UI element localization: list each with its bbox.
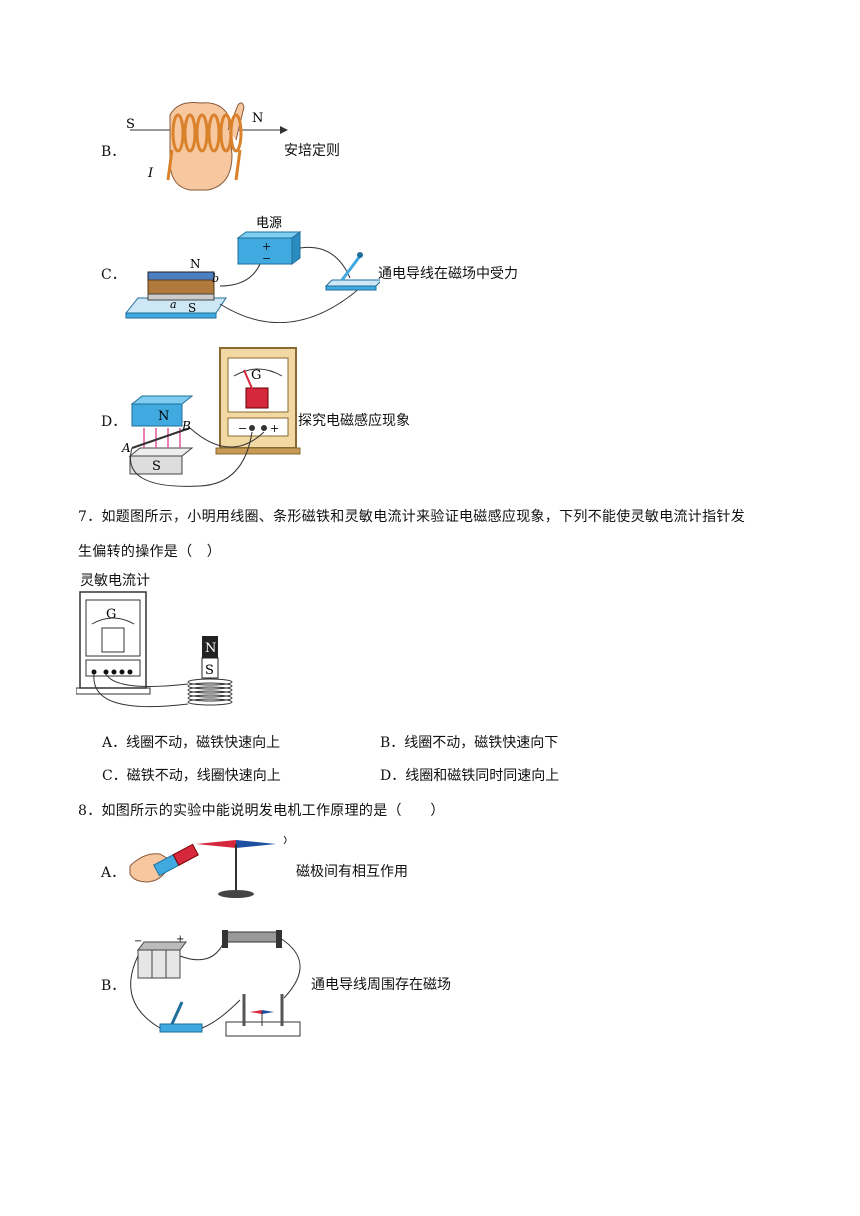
q7-option-c[interactable]: C．磁铁不动，线圈快速向上 — [102, 765, 281, 785]
q7-option-d-text: 线圈和磁铁同时同速向上 — [405, 768, 560, 784]
q8-option-b-caption: 通电导线周围存在磁场 — [311, 977, 451, 993]
q6-option-d-caption: 探究电磁感应现象 — [298, 413, 410, 429]
q7-option-a-letter: A． — [102, 735, 127, 751]
svg-text:G: G — [251, 368, 261, 383]
q7-option-d-letter: D． — [380, 768, 406, 784]
svg-text:N: N — [190, 257, 201, 271]
svg-text:S: S — [205, 663, 214, 678]
label-i: I — [147, 166, 154, 181]
q7-option-a-text: 线圈不动，磁铁快速向上 — [126, 735, 281, 751]
ampere-rule-figure: S N I — [126, 102, 288, 191]
q7-option-a[interactable]: A．线圈不动，磁铁快速向上 — [102, 732, 280, 752]
q7-option-c-letter: C． — [102, 768, 127, 784]
svg-text:−: − — [134, 936, 142, 947]
oersted-figure: − + — [130, 930, 301, 1037]
q8-option-a-caption: 磁极间有相互作用 — [296, 864, 408, 880]
label-s: S — [126, 117, 135, 132]
q8-option-b-letter: B． — [101, 978, 126, 994]
svg-text:A: A — [121, 441, 131, 455]
q6-option-c-caption: 通电导线在磁场中受力 — [378, 266, 518, 282]
svg-text:−: − — [238, 422, 247, 435]
q7-option-b[interactable]: B．线圈不动，磁铁快速向下 — [380, 732, 558, 752]
q7-option-c-text: 磁铁不动，线圈快速向上 — [126, 768, 281, 784]
q7-option-b-text: 线圈不动，磁铁快速向下 — [404, 735, 559, 751]
q7-option-d[interactable]: D．线圈和磁铁同时同速向上 — [380, 765, 559, 785]
svg-text:S: S — [188, 301, 196, 315]
galvanometer-coil-figure: G N S — [76, 591, 233, 708]
q8-option-a-letter: A． — [101, 865, 126, 881]
svg-text:G: G — [106, 607, 116, 622]
svg-text:N: N — [158, 409, 169, 424]
svg-text:B: B — [181, 419, 191, 433]
q8-stem: 8．如图所示的实验中能说明发电机工作原理的是（ ） — [78, 803, 445, 819]
svg-text:+: + — [176, 934, 184, 945]
svg-text:b: b — [212, 272, 219, 285]
svg-text:N: N — [205, 641, 216, 656]
svg-text:+: + — [262, 240, 271, 253]
force-on-wire-figure: 电源 + − N S a b — [124, 216, 380, 323]
svg-text:a: a — [170, 298, 177, 311]
svg-text:+: + — [270, 422, 279, 435]
svg-text:−: − — [262, 252, 271, 265]
induction-figure: G − + N S A B — [121, 347, 301, 487]
q6-option-d-letter: D． — [101, 414, 127, 430]
q7-stem-line1: 7．如题图所示，小明用线圈、条形磁铁和灵敏电流计来验证电磁感应现象，下列不能使灵… — [78, 509, 746, 525]
label-power: 电源 — [256, 216, 282, 231]
label-n: N — [252, 111, 263, 126]
magnet-needle-figure — [129, 835, 287, 898]
q7-figure-title: 灵敏电流计 — [80, 573, 150, 589]
q6-option-b-letter: B． — [101, 144, 126, 160]
q7-stem-line2: 生偏转的操作是（ ） — [78, 544, 221, 560]
q6-option-c-letter: C． — [101, 267, 126, 283]
svg-text:S: S — [152, 459, 161, 474]
q7-option-b-letter: B． — [380, 735, 405, 751]
q6-option-b-caption: 安培定则 — [284, 143, 340, 159]
